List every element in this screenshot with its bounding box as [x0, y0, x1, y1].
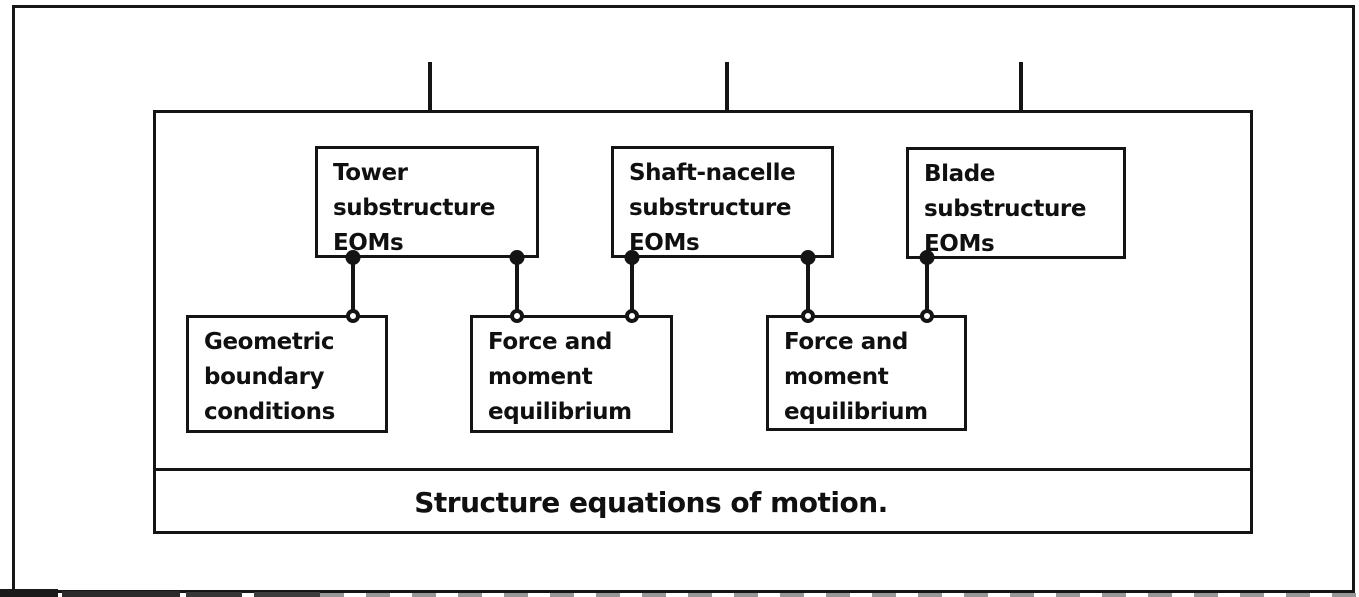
node-label-line: conditions — [204, 399, 335, 425]
node-label-line: Blade — [924, 161, 995, 187]
node-label-line: substructure — [333, 195, 496, 221]
junction-dot-filled — [919, 250, 935, 265]
node-label-line: equilibrium — [784, 399, 928, 425]
connector-blade-to-force-right — [919, 250, 935, 323]
junction-dot-filled — [800, 250, 816, 265]
junction-dot-filled — [345, 250, 361, 265]
node-label-line: EOMs — [333, 230, 404, 256]
node-label-line: Tower — [333, 160, 408, 186]
outer-border — [12, 5, 1355, 593]
node-label-line: Force and — [488, 329, 612, 355]
node-label-line: Shaft-nacelle — [629, 160, 796, 186]
connector-tower-to-force-left — [509, 250, 525, 323]
scan-artifact-bottom-edge — [62, 591, 180, 597]
node-label-line: moment — [488, 364, 593, 390]
node-label-line: equilibrium — [488, 399, 632, 425]
node-shaft-nacelle-substructure-eoms: Shaft-nacelle substructure EOMs — [611, 146, 834, 258]
connector-shaft-to-force-left — [624, 250, 640, 323]
junction-dot-open — [510, 309, 524, 323]
junction-dot-open — [346, 309, 360, 323]
node-label-line: moment — [784, 364, 889, 390]
node-label-line: Geometric — [204, 329, 335, 355]
scan-artifact-bottom-edge — [254, 592, 320, 597]
node-label-line: substructure — [629, 195, 792, 221]
node-tower-substructure-eoms: Tower substructure EOMs — [315, 146, 539, 258]
junction-dot-open — [801, 309, 815, 323]
node-label-line: substructure — [924, 196, 1087, 222]
junction-dot-filled — [509, 250, 525, 265]
scan-artifact-bottom-edge — [0, 589, 58, 597]
scan-artifact-bottom-edge — [320, 593, 1359, 597]
node-blade-substructure-eoms: Blade substructure EOMs — [906, 147, 1126, 259]
structure-eom-label: Structure equations of motion. — [414, 486, 888, 519]
node-label-line: EOMs — [924, 231, 995, 257]
node-label-line: boundary — [204, 364, 325, 390]
node-label-line: EOMs — [629, 230, 700, 256]
junction-dot-open — [625, 309, 639, 323]
node-force-moment-equilibrium-left: Force and moment equilibrium — [470, 315, 673, 433]
connector-tower-to-geometric — [345, 250, 361, 323]
node-label-line: Force and — [784, 329, 908, 355]
connector-shaft-to-force-right — [800, 250, 816, 323]
node-force-moment-equilibrium-right: Force and moment equilibrium — [766, 315, 967, 431]
node-geometric-boundary-conditions: Geometric boundary conditions — [186, 315, 388, 433]
junction-dot-filled — [624, 250, 640, 265]
structure-eom-label-bar: Structure equations of motion. — [153, 468, 1253, 534]
junction-dot-open — [920, 309, 934, 323]
scan-artifact-bottom-edge — [186, 592, 242, 597]
